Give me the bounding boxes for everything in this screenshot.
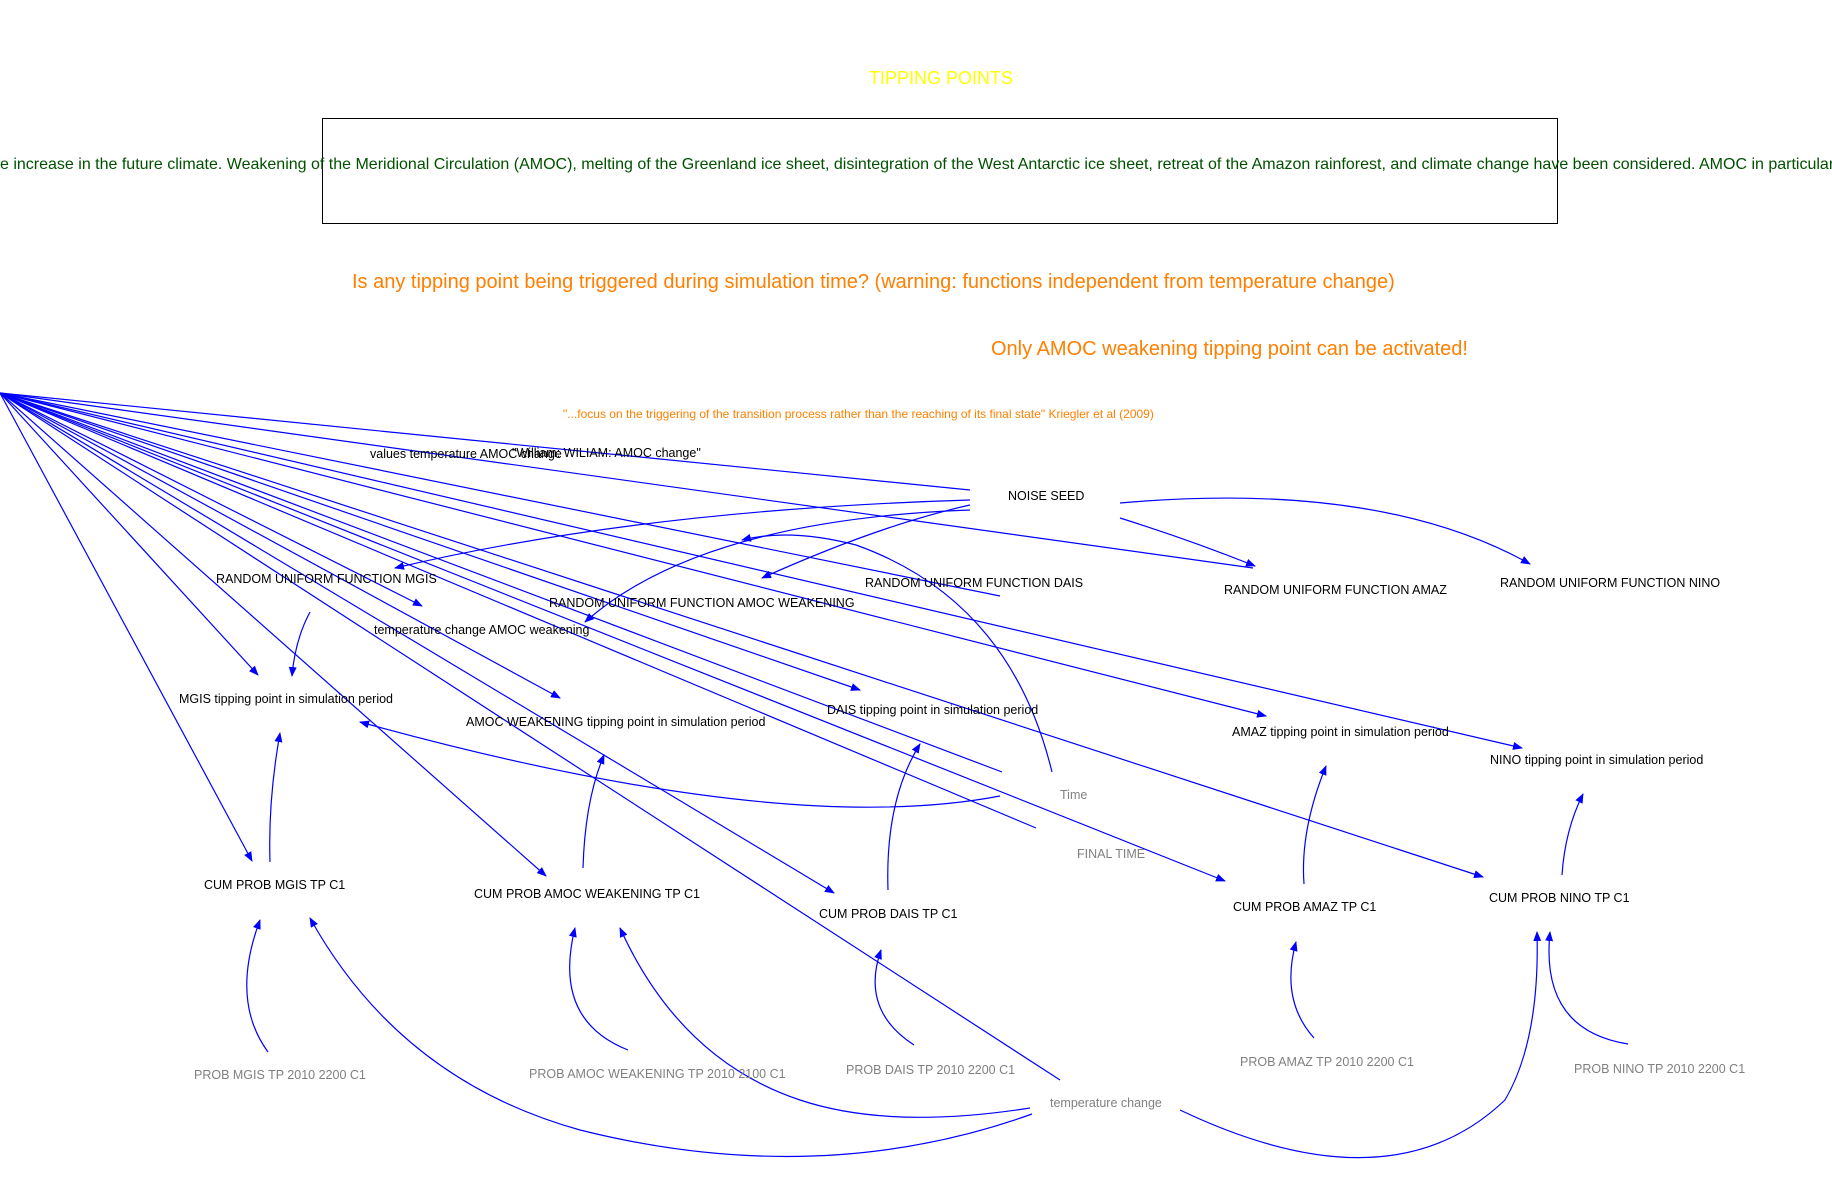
var-amaz-tipping-point[interactable]: AMAZ tipping point in simulation period: [1232, 725, 1449, 739]
link: [0, 392, 547, 877]
var-ruf-dais[interactable]: RANDOM UNIFORM FUNCTION DAIS: [865, 576, 1084, 590]
var-prob-mgis[interactable]: PROB MGIS TP 2010 2200 C1: [194, 1068, 366, 1082]
link: [0, 392, 561, 699]
var-amoc-tipping-point[interactable]: AMOC WEAKENING tipping point in simulati…: [466, 715, 766, 729]
link: [394, 499, 971, 570]
link: [0, 392, 1523, 750]
link: [1561, 793, 1584, 876]
link: [0, 392, 861, 691]
var-time[interactable]: Time: [1060, 788, 1088, 802]
link: [761, 504, 971, 579]
var-ruf-amoc-weakening[interactable]: RANDOM UNIFORM FUNCTION AMOC WEAKENING: [549, 596, 855, 610]
var-ruf-mgis[interactable]: RANDOM UNIFORM FUNCTION MGIS: [216, 572, 437, 586]
link: [269, 732, 283, 863]
amoc-note: Only AMOC weakening tipping point can be…: [991, 338, 1468, 360]
var-values-temperature-amoc-change[interactable]: values temperature AMOC change: [370, 447, 562, 461]
link: [619, 927, 1031, 1118]
link: [1179, 931, 1542, 1159]
var-mgis-tipping-point[interactable]: MGIS tipping point in simulation period: [179, 692, 394, 706]
var-cum-prob-amaz[interactable]: CUM PROB AMAZ TP C1: [1233, 900, 1377, 914]
link: [568, 927, 629, 1051]
link: [887, 743, 921, 891]
link: [1119, 497, 1531, 565]
var-nino-tipping-point[interactable]: NINO tipping point in simulation period: [1490, 753, 1704, 767]
link: [1289, 941, 1315, 1039]
var-prob-nino[interactable]: PROB NINO TP 2010 2200 C1: [1574, 1062, 1746, 1076]
var-dais-tipping-point[interactable]: DAIS tipping point in simulation period: [827, 703, 1039, 717]
var-ruf-amaz[interactable]: RANDOM UNIFORM FUNCTION AMAZ: [1224, 583, 1447, 597]
var-final-time[interactable]: FINAL TIME: [1077, 847, 1146, 861]
link: [1119, 517, 1256, 567]
var-ruf-nino[interactable]: RANDOM UNIFORM FUNCTION NINO: [1500, 576, 1721, 590]
link: [0, 392, 1267, 718]
link: [0, 392, 1484, 879]
var-william-amoc-change[interactable]: "William: WILIAM: AMOC change": [512, 446, 701, 460]
question-text: Is any tipping point being triggered dur…: [352, 271, 1395, 293]
link: [0, 392, 1001, 597]
link: [0, 392, 259, 676]
var-cum-prob-amoc-weakening[interactable]: CUM PROB AMOC WEAKENING TP C1: [474, 887, 700, 901]
link: [288, 611, 311, 677]
quote-text: "...focus on the triggering of the trans…: [563, 407, 1154, 421]
var-cum-prob-nino[interactable]: CUM PROB NINO TP C1: [1489, 891, 1630, 905]
link: [741, 533, 1053, 773]
var-noise-seed[interactable]: NOISE SEED: [1008, 489, 1085, 503]
link: [0, 392, 835, 894]
link: [0, 392, 1037, 829]
link: [0, 392, 1003, 773]
link: [1302, 765, 1327, 885]
var-prob-amaz[interactable]: PROB AMAZ TP 2010 2200 C1: [1240, 1055, 1414, 1069]
link: [0, 392, 1226, 882]
link: [0, 392, 971, 491]
link: [0, 392, 1254, 569]
link: [309, 917, 1033, 1158]
description-box: [322, 118, 1558, 224]
var-cum-prob-mgis[interactable]: CUM PROB MGIS TP C1: [204, 878, 346, 892]
link: [246, 919, 269, 1053]
var-prob-dais[interactable]: PROB DAIS TP 2010 2200 C1: [846, 1063, 1016, 1077]
link: [0, 392, 423, 607]
link: [0, 392, 253, 862]
link: [584, 509, 971, 623]
var-temperature-change[interactable]: temperature change: [1050, 1096, 1162, 1110]
link: [359, 720, 1001, 808]
var-cum-prob-dais[interactable]: CUM PROB DAIS TP C1: [819, 907, 958, 921]
description-text: e increase in the future climate. Weaken…: [0, 156, 1832, 173]
link: [874, 949, 915, 1046]
link: [582, 754, 605, 869]
link: [0, 392, 1061, 1081]
var-temperature-change-amoc-weakening[interactable]: temperature change AMOC weakening: [374, 623, 590, 637]
page-title: TIPPING POINTS: [869, 68, 1014, 88]
var-prob-amoc-weakening[interactable]: PROB AMOC WEAKENING TP 2010 2100 C1: [529, 1067, 786, 1081]
link: [1545, 931, 1629, 1045]
